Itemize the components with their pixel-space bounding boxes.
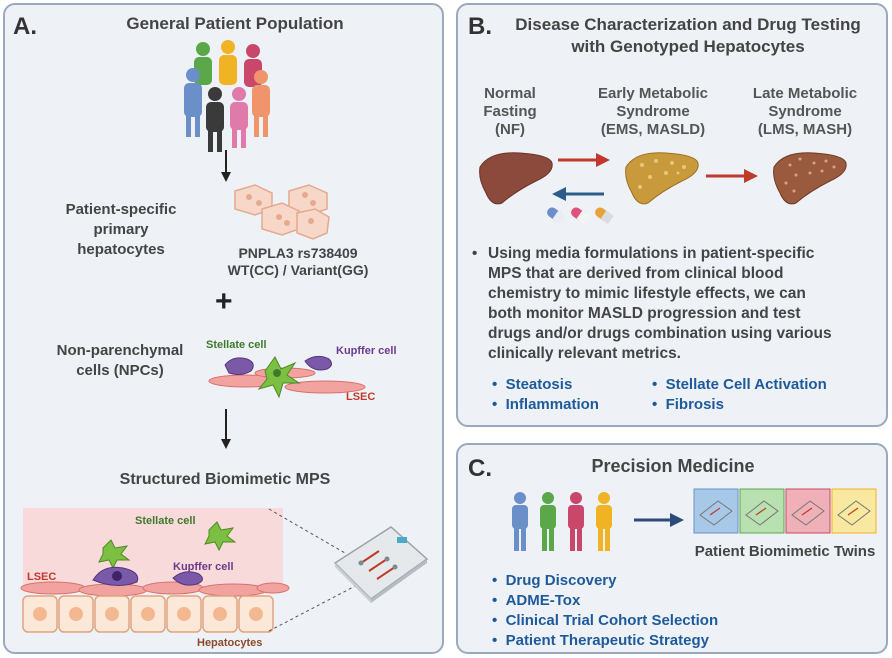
plus-sign: + xyxy=(215,285,233,318)
biomimetic-twins-icon xyxy=(693,488,877,534)
twins-label: Patient Biomimetic Twins xyxy=(694,543,876,560)
liver-early-icon xyxy=(625,152,699,205)
hepatocyte-cluster-icon xyxy=(234,184,330,240)
application-item: • Clinical Trial Cohort Selection xyxy=(492,612,719,629)
metric-item: • Stellate Cell Activation xyxy=(652,376,827,393)
applications-list: • Drug Discovery • ADME-Tox • Clinical T… xyxy=(492,571,718,651)
stage-line: (EMS, MASLD) xyxy=(600,121,706,138)
metric-item: • Steatosis xyxy=(492,376,573,393)
liver-late-icon xyxy=(773,152,847,205)
gene-name: PNPLA3 rs738409 xyxy=(238,245,358,261)
drug-pills-icon xyxy=(547,207,614,225)
description-paragraph: Using media formulations in patient-spec… xyxy=(488,244,872,364)
zoom-lines xyxy=(268,508,362,632)
reversal-arrow-icon xyxy=(552,187,604,201)
npc-label-line: cells (NPCs) xyxy=(76,362,164,379)
mps-lsec-label: LSEC xyxy=(27,571,57,583)
genotype-label: PNPLA3 rs738409 WT(CC) / Variant(GG) xyxy=(213,245,383,279)
application-label: Drug Discovery xyxy=(505,572,617,589)
mps-kupffer-label: Kupffer cell xyxy=(173,561,234,573)
paragraph-line: clinically relevant metrics. xyxy=(488,345,681,362)
stage-line: Late Metabolic xyxy=(752,85,858,102)
paragraph-line: both monitor MASLD progression and test xyxy=(488,305,801,322)
npc-lsec-label: LSEC xyxy=(346,391,376,403)
npc-cells-illustration xyxy=(208,355,366,399)
npc-label-line: Non-parenchymal xyxy=(56,342,184,359)
mps-cross-section xyxy=(20,508,290,633)
metric-item: • Inflammation xyxy=(492,396,599,413)
application-item: • ADME-Tox xyxy=(492,592,581,609)
application-label: Clinical Trial Cohort Selection xyxy=(505,612,719,629)
panel-b-title: Disease Characterization and Drug Testin… xyxy=(498,14,878,58)
arrow-down-icon xyxy=(221,150,231,182)
stage-line: Fasting xyxy=(483,103,537,120)
arrow-right-icon xyxy=(634,513,684,527)
metric-label: Stellate Cell Activation xyxy=(665,376,827,393)
application-label: ADME-Tox xyxy=(505,592,581,609)
mps-chip-device-icon xyxy=(333,526,429,603)
npc-stellate-label: Stellate cell xyxy=(206,339,267,351)
stage-late: Late Metabolic Syndrome (LMS, MASH) xyxy=(730,85,880,139)
application-item: • Drug Discovery xyxy=(492,572,617,589)
hepatocytes-label-line: Patient-specific xyxy=(65,201,177,218)
panel-a-letter: A. xyxy=(13,13,37,40)
metrics-left: • Steatosis • Inflammation xyxy=(492,375,599,415)
panel-b-title-line: Disease Characterization and Drug Testin… xyxy=(515,15,861,34)
stage-early: Early Metabolic Syndrome (EMS, MASLD) xyxy=(578,85,728,139)
panel-b-title-line: with Genotyped Hepatocytes xyxy=(571,37,805,56)
panel-c: C. Precision Medicine Patient Biomimetic… xyxy=(456,443,888,654)
stage-line: Syndrome xyxy=(768,103,842,120)
hepatocytes-label-line: hepatocytes xyxy=(77,241,165,258)
liver-normal-icon xyxy=(479,152,553,205)
population-title: General Patient Population xyxy=(126,14,344,33)
application-item: • Patient Therapeutic Strategy xyxy=(492,632,709,649)
metrics-right: • Stellate Cell Activation • Fibrosis xyxy=(652,375,827,415)
genotype-variants: WT(CC) / Variant(GG) xyxy=(227,262,369,278)
mps-stellate-label: Stellate cell xyxy=(135,515,196,527)
metric-label: Steatosis xyxy=(505,376,573,393)
mps-title: Structured Biomimetic MPS xyxy=(119,471,331,488)
hepatocytes-label-line: primary xyxy=(93,221,149,238)
paragraph-line: Using media formulations in patient-spec… xyxy=(488,245,815,262)
panel-c-letter: C. xyxy=(468,455,492,482)
metric-item: • Fibrosis xyxy=(652,396,724,413)
stage-line: (NF) xyxy=(495,121,525,138)
patients-icon xyxy=(512,492,612,551)
stage-line: Normal xyxy=(484,85,536,102)
stage-line: (LMS, MASH) xyxy=(757,121,853,138)
bullet-dot: • xyxy=(472,245,478,262)
stage-line: Early Metabolic xyxy=(597,85,709,102)
paragraph-line: chemistry to mimic lifestyle effects, we… xyxy=(488,285,806,302)
metric-label: Fibrosis xyxy=(665,396,724,413)
panel-b: B. Disease Characterization and Drug Tes… xyxy=(456,3,888,427)
arrow-down-icon xyxy=(221,409,231,449)
progression-arrow-icon xyxy=(706,169,758,183)
stage-line: Syndrome xyxy=(616,103,690,120)
panel-c-title: Precision Medicine xyxy=(591,456,755,476)
paragraph-line: MPS that are derived from clinical blood xyxy=(488,265,784,282)
stage-normal: Normal Fasting (NF) xyxy=(464,85,556,139)
npc-label: Non-parenchymal cells (NPCs) xyxy=(45,341,195,381)
mps-hepatocytes-label: Hepatocytes xyxy=(197,637,263,649)
patient-group-icon xyxy=(184,40,270,152)
npc-kupffer-label: Kupffer cell xyxy=(336,345,397,357)
progression-arrow-icon xyxy=(558,153,610,167)
hepatocytes-label: Patient-specific primary hepatocytes xyxy=(51,200,191,260)
application-label: Patient Therapeutic Strategy xyxy=(505,632,709,649)
panel-b-letter: B. xyxy=(468,13,492,40)
metric-label: Inflammation xyxy=(505,396,599,413)
paragraph-line: drugs and/or drugs combination using var… xyxy=(488,325,832,342)
panel-a: A. General Patient Population xyxy=(3,3,444,654)
